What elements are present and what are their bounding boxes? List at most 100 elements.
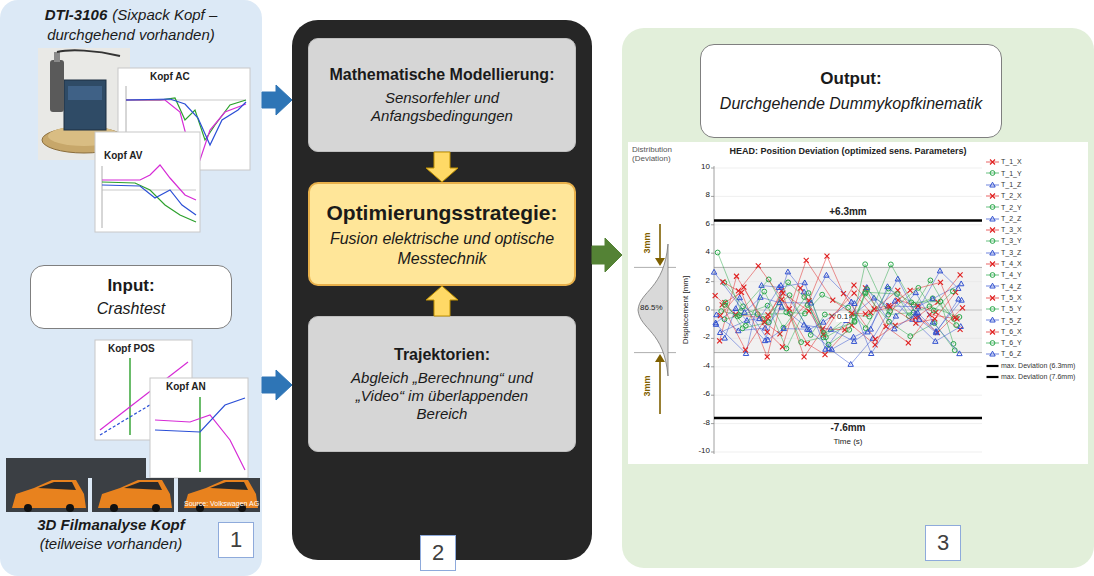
output-arrow xyxy=(592,238,622,272)
input-arrow xyxy=(262,85,292,115)
axis-tick: 8 xyxy=(694,191,710,200)
chart-title: Kopf AN xyxy=(166,381,206,392)
cross-marker xyxy=(990,295,995,300)
dimension: 3mm xyxy=(643,375,653,396)
axis-tick: -6 xyxy=(694,390,710,399)
process-box-text: Abgleich „Berechnung“ und „Video“ im übe… xyxy=(329,369,555,423)
callout-number-text: 3 xyxy=(937,530,949,556)
legend-text: T_1_Y xyxy=(1001,170,1022,177)
axis-tick: 10 xyxy=(694,163,710,172)
circle-marker xyxy=(990,171,995,176)
input-box-text: Crashtest xyxy=(97,299,165,318)
legend-entry: T_4_Y xyxy=(986,271,1022,279)
legend-text: T_2_Y xyxy=(1001,204,1022,211)
panel-footer-text: 3D Filmanalyse Kopf xyxy=(8,516,214,535)
circle-marker xyxy=(990,307,995,312)
axis-tick: -2 xyxy=(694,333,710,342)
legend-line xyxy=(986,241,999,242)
legend-line xyxy=(986,207,999,208)
strategy-box-text: Optimierungsstrategie: xyxy=(326,200,557,225)
legend-text: T_6_Y xyxy=(1001,339,1022,346)
legend-sample xyxy=(986,362,999,370)
strategy-box: Optimierungsstrategie: Fusion elektrische… xyxy=(308,182,576,286)
legend-text: T_5_Y xyxy=(1001,305,1022,312)
legend-text: T_6_X xyxy=(1001,328,1022,335)
chart-title: HEAD: Position Deviation (optimized sens… xyxy=(729,147,966,157)
line-marker xyxy=(987,376,999,378)
legend-line xyxy=(986,309,999,310)
process-box-text: Sensorfehler und Anfangsbedingungen xyxy=(329,89,555,125)
legend-line xyxy=(986,252,999,253)
triangle-marker xyxy=(990,318,995,323)
legend-sample xyxy=(986,237,999,245)
legend-entry: T_3_X xyxy=(986,226,1022,234)
callout-number-text: 2 xyxy=(432,540,444,566)
legend-entry: T_4_Z xyxy=(986,282,1021,290)
legend-entry: T_5_Y xyxy=(986,305,1022,313)
legend-entry: T_2_Z xyxy=(986,215,1021,223)
legend-entry: max. Deviation (6.3mm) xyxy=(986,361,1075,369)
legend-entry: T_3_Z xyxy=(986,248,1021,256)
legend-entry: T_6_Y xyxy=(986,339,1022,347)
legend-line xyxy=(986,342,999,343)
callout-number: 2 xyxy=(420,535,456,571)
cross-marker xyxy=(990,194,995,199)
panel-footer: 3D Filmanalyse Kopf(teilweise vorhanden) xyxy=(8,516,214,554)
axis-value: 0.1 xyxy=(836,313,849,322)
legend-text: T_4_X xyxy=(1001,260,1022,267)
legend-entry: T_6_Z xyxy=(986,350,1021,358)
legend-sample xyxy=(986,226,999,234)
axis-note: Distribution (Deviation) xyxy=(632,146,682,164)
legend-text: T_6_Z xyxy=(1001,350,1021,357)
process-box-text: Mathematische Modellierung: xyxy=(330,65,555,84)
legend-text: T_4_Y xyxy=(1001,271,1022,278)
triangle-marker xyxy=(990,216,995,221)
percentage: 86.5% xyxy=(640,304,663,313)
legend-text: T_5_Z xyxy=(1001,317,1021,324)
legend-line xyxy=(986,173,999,174)
legend-sample xyxy=(986,350,999,358)
legend-entry: T_1_Y xyxy=(986,169,1022,177)
circle-marker xyxy=(990,341,995,346)
cross-marker xyxy=(990,261,995,266)
strategy-box-text: Fusion elektrische und optische Messtech… xyxy=(326,229,558,267)
legend-entry: T_1_Z xyxy=(986,181,1021,189)
legend-sample xyxy=(986,215,999,223)
legend-sample xyxy=(986,192,999,200)
panel-heading: DTI-3106(Sixpack Kopf – durchgehend vorh… xyxy=(8,5,254,45)
axis-tick: -10 xyxy=(694,447,710,456)
input-box-text: Input: xyxy=(107,276,154,296)
legend-text: T_2_X xyxy=(1001,192,1022,199)
axis-title: Displacement [mm] xyxy=(682,276,691,344)
legend-line xyxy=(986,320,999,321)
legend-sample xyxy=(986,282,999,290)
triangle-marker xyxy=(990,284,995,289)
axis-tick: -4 xyxy=(694,362,710,371)
circle-marker xyxy=(990,239,995,244)
panel-footer-text: (teilweise vorhanden) xyxy=(8,535,214,554)
legend-sample xyxy=(986,249,999,257)
legend-entry: T_5_Z xyxy=(986,316,1021,324)
input-box: Input: Crashtest xyxy=(30,265,232,329)
process-box-text: Trajektorien: xyxy=(394,345,490,364)
legend-sample xyxy=(986,316,999,324)
legend-text: T_5_X xyxy=(1001,294,1022,301)
legend-entry: T_3_Y xyxy=(986,237,1022,245)
circle-marker xyxy=(990,205,995,210)
legend-sample xyxy=(986,339,999,347)
legend-text: T_3_Z xyxy=(1001,249,1021,256)
axis-tick: 2 xyxy=(694,277,710,286)
line-marker xyxy=(987,364,999,366)
legend-entry: T_2_Y xyxy=(986,203,1022,211)
legend-entry: T_1_X xyxy=(986,158,1022,166)
legend-entry: max. Deviation (7.6mm) xyxy=(986,373,1075,381)
legend-text: T_3_X xyxy=(1001,226,1022,233)
deviation-value: -7.6mm xyxy=(830,422,865,433)
input-arrow xyxy=(262,370,292,400)
callout-number: 3 xyxy=(925,525,961,561)
triangle-marker xyxy=(990,182,995,187)
legend-sample xyxy=(986,294,999,302)
legend-line xyxy=(986,275,999,276)
axis-tick: -8 xyxy=(694,419,710,428)
